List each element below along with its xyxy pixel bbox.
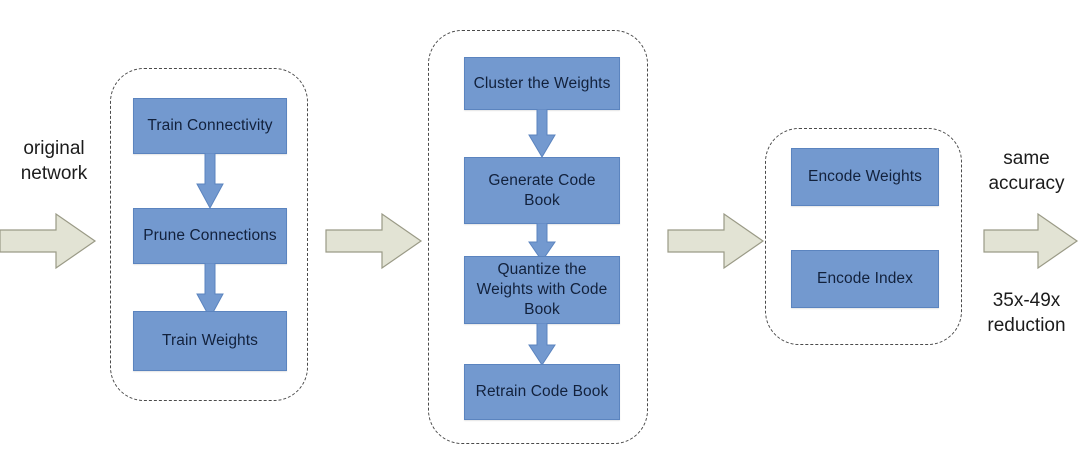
node-retrain-code-book[interactable]: Retrain Code Book (464, 364, 620, 420)
node-train-connectivity[interactable]: Train Connectivity (133, 98, 287, 154)
node-quantize-weights-with-code-book[interactable]: Quantize the Weights with Code Book (464, 256, 620, 324)
node-train-weights[interactable]: Train Weights (133, 311, 287, 371)
input-arrow-icon (0, 212, 97, 270)
output-arrow-icon (983, 212, 1079, 270)
node-generate-code-book[interactable]: Generate Code Book (464, 157, 620, 224)
caption-reduction: 35x-49x reduction (987, 290, 1066, 337)
caption-original-network: original network (20, 138, 88, 185)
caption-same-accuracy: same accuracy (988, 148, 1065, 195)
node-label: Encode Index (817, 270, 913, 288)
node-label: Train Weights (161, 332, 259, 350)
node-cluster-the-weights[interactable]: Cluster the Weights (464, 57, 620, 110)
node-prune-connections[interactable]: Prune Connections (133, 208, 287, 264)
node-label: Quantize the Weights with Code Book (476, 261, 608, 318)
stage-connector-arrow-2-icon (667, 212, 765, 270)
node-label: Cluster the Weights (473, 74, 611, 92)
node-label: Generate Code Book (488, 171, 596, 209)
node-label: Retrain Code Book (475, 383, 609, 401)
node-encode-weights[interactable]: Encode Weights (791, 148, 939, 206)
node-label: Prune Connections (143, 227, 277, 245)
node-encode-index[interactable]: Encode Index (791, 250, 939, 308)
node-label: Encode Weights (808, 168, 922, 186)
node-label: Train Connectivity (147, 117, 273, 135)
stage-connector-arrow-1-icon (325, 212, 423, 270)
